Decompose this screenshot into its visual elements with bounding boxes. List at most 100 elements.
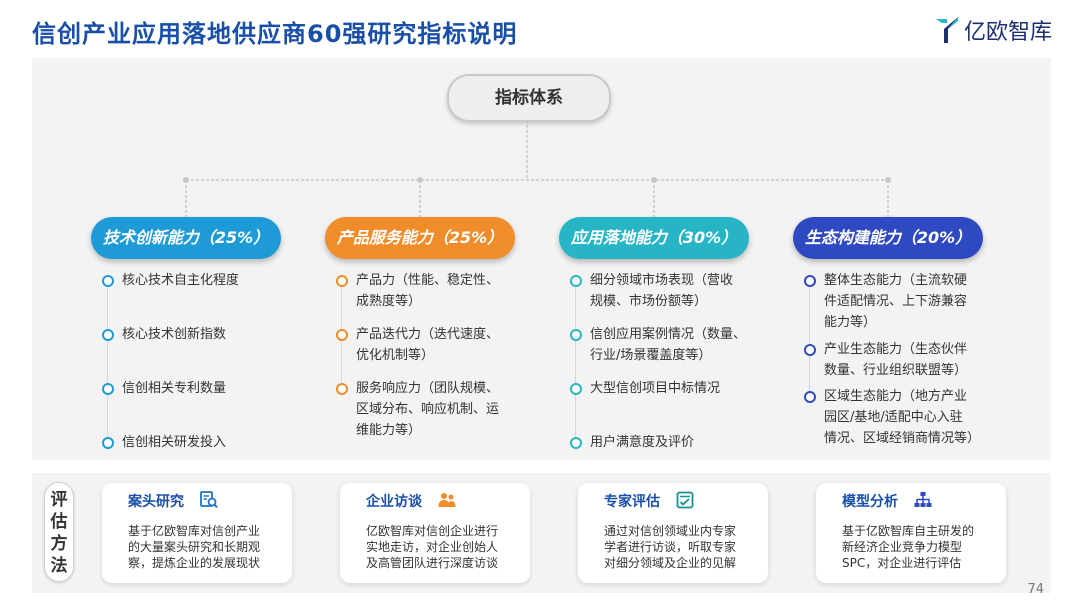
method-desc: 亿欧智库对信创企业进行 实地走访，对企业创始人 及高管团队进行深度访谈 (366, 523, 526, 571)
method-desc: 通过对信创领域业内专家 学者进行访谈，听取专家 对细分领域及企业的见解 (604, 523, 764, 571)
methods-label-char: 法 (50, 556, 68, 576)
indicator-item: 用户满意度及评价 (570, 432, 694, 453)
indicator-guide-line (809, 280, 810, 396)
method-card-model: 模型分析 基于亿欧智库自主研发的 新经济企业竞争力模型 SPC，对企业进行评估 (816, 483, 1006, 583)
logo-text: 亿欧智库 (963, 20, 1052, 45)
desc-line: 基于亿欧智库对信创产业 (128, 524, 261, 538)
bullet-icon (570, 383, 582, 395)
bullet-icon (336, 329, 348, 341)
bullet-icon (804, 275, 816, 287)
bullet-icon (102, 275, 114, 287)
bullet-icon (102, 383, 114, 395)
page-number: 74 (1027, 582, 1044, 597)
indicator-line: 信创相关研发投入 (122, 435, 227, 450)
desc-line: 亿欧智库对信创企业进行 (366, 524, 499, 538)
indicator-line: 信创相关专利数量 (122, 381, 227, 396)
indicator-item: 产业生态能力（生态伙伴数量、行业组织联盟等） (804, 339, 967, 381)
indicator-line: 区域分布、响应机制、运 (356, 402, 500, 417)
desc-line: 实地走访，对企业创始人 (366, 540, 499, 554)
desc-line: 及高管团队进行深度访谈 (366, 556, 499, 570)
category-ecosystem: 生态构建能力（20%） (793, 217, 983, 259)
indicator-panel (32, 58, 1051, 460)
bullet-icon (336, 383, 348, 395)
logo-icon (935, 17, 958, 43)
bullet-icon (102, 329, 114, 341)
indicator-line: 优化机制等） (356, 348, 435, 363)
indicator-line: 行业/场景覆盖度等） (590, 348, 712, 363)
indicator-line: 产业生态能力（生态伙伴 (824, 342, 968, 357)
method-card-expert: 专家评估 通过对信创领域业内专家 学者进行访谈，听取专家 对细分领域及企业的见解 (578, 483, 768, 583)
indicator-line: 维能力等） (356, 423, 422, 438)
indicator-line: 件适配情况、上下游兼容 (824, 294, 968, 309)
indicator-item: 产品迭代力（迭代速度、优化机制等） (336, 324, 499, 366)
indicator-line: 产品力（性能、稳定性、 (356, 273, 500, 288)
bullet-icon (804, 344, 816, 356)
indicator-line: 能力等） (824, 315, 877, 330)
desc-line: 的大量案头研究和长期观 (128, 540, 261, 554)
methods-label: 评 估 方 法 (44, 482, 74, 582)
indicator-line: 核心技术创新指数 (122, 327, 227, 342)
indicator-guide-line (575, 280, 576, 442)
indicator-line: 用户满意度及评价 (590, 435, 695, 450)
method-desc: 基于亿欧智库自主研发的 新经济企业竞争力模型 SPC，对企业进行评估 (842, 523, 1002, 571)
indicator-item: 信创应用案例情况（数量、行业/场景覆盖度等） (570, 324, 746, 366)
desc-line: 新经济企业竞争力模型 (842, 540, 963, 554)
indicator-line: 情况、区域经销商情况等） (824, 431, 981, 446)
indicator-line: 产品迭代力（迭代速度、 (356, 327, 500, 342)
indicator-item: 信创相关专利数量 (102, 378, 226, 399)
method-title: 案头研究 (128, 494, 184, 510)
indicator-item: 信创相关研发投入 (102, 432, 226, 453)
desc-line: 察，提炼企业的发展现状 (128, 556, 261, 570)
indicator-line: 整体生态能力（主流软硬 (824, 273, 968, 288)
indicator-item: 核心技术自主化程度 (102, 270, 239, 291)
desc-line: 基于亿欧智库自主研发的 (842, 524, 975, 538)
method-card-interview: 企业访谈 亿欧智库对信创企业进行 实地走访，对企业创始人 及高管团队进行深度访谈 (340, 483, 530, 583)
bullet-icon (570, 329, 582, 341)
indicator-item: 产品力（性能、稳定性、成熟度等） (336, 270, 499, 312)
page-title: 信创产业应用落地供应商60强研究指标说明 (32, 20, 518, 48)
method-card-desk-research: 案头研究 基于亿欧智库对信创产业 的大量案头研究和长期观 察，提炼企业的发展现状 (102, 483, 292, 583)
method-title: 专家评估 (604, 494, 660, 510)
desc-line: 学者进行访谈，听取专家 (604, 540, 737, 554)
document-search-icon (200, 491, 218, 509)
indicator-line: 数量、行业组织联盟等） (824, 363, 968, 378)
indicator-line: 核心技术自主化程度 (122, 273, 240, 288)
method-desc: 基于亿欧智库对信创产业 的大量案头研究和长期观 察，提炼企业的发展现状 (128, 523, 288, 571)
bullet-icon (102, 437, 114, 449)
methods-label-char: 评 (50, 490, 68, 510)
indicator-line: 服务响应力（团队规模、 (356, 381, 500, 396)
indicator-item: 大型信创项目中标情况 (570, 378, 720, 399)
methods-label-char: 方 (50, 534, 68, 554)
desc-line: 对细分领域及企业的见解 (604, 556, 737, 570)
method-title: 模型分析 (842, 494, 898, 510)
indicator-line: 园区/基地/适配中心入驻 (824, 410, 963, 425)
bullet-icon (804, 391, 816, 403)
people-icon (438, 493, 456, 507)
desc-line: 通过对信创领域业内专家 (604, 524, 737, 538)
desc-line: SPC，对企业进行评估 (842, 556, 962, 570)
method-title: 企业访谈 (366, 494, 422, 510)
indicator-item: 区域生态能力（地方产业园区/基地/适配中心入驻情况、区域经销商情况等） (804, 386, 980, 449)
indicator-item: 整体生态能力（主流软硬件适配情况、上下游兼容能力等） (804, 270, 967, 333)
checklist-icon (676, 491, 694, 509)
indicator-item: 服务响应力（团队规模、区域分布、响应机制、运维能力等） (336, 378, 499, 441)
bullet-icon (570, 437, 582, 449)
root-node: 指标体系 (447, 74, 611, 122)
indicator-line: 规模、市场份额等） (590, 294, 708, 309)
bullet-icon (336, 275, 348, 287)
methods-label-char: 估 (50, 512, 68, 532)
indicator-line: 细分领域市场表现（营收 (590, 273, 734, 288)
category-tech-innovation: 技术创新能力（25%） (91, 217, 281, 259)
category-application: 应用落地能力（30%） (559, 217, 749, 259)
indicator-line: 信创应用案例情况（数量、 (590, 327, 747, 342)
category-product-service: 产品服务能力（25%） (325, 217, 515, 259)
indicator-line: 区域生态能力（地方产业 (824, 389, 968, 404)
logo: 亿欧智库 (934, 14, 1052, 46)
indicator-guide-line (107, 280, 108, 442)
hierarchy-icon (914, 492, 932, 507)
indicator-line: 大型信创项目中标情况 (590, 381, 721, 396)
bullet-icon (570, 275, 582, 287)
indicator-line: 成熟度等） (356, 294, 422, 309)
indicator-item: 核心技术创新指数 (102, 324, 226, 345)
